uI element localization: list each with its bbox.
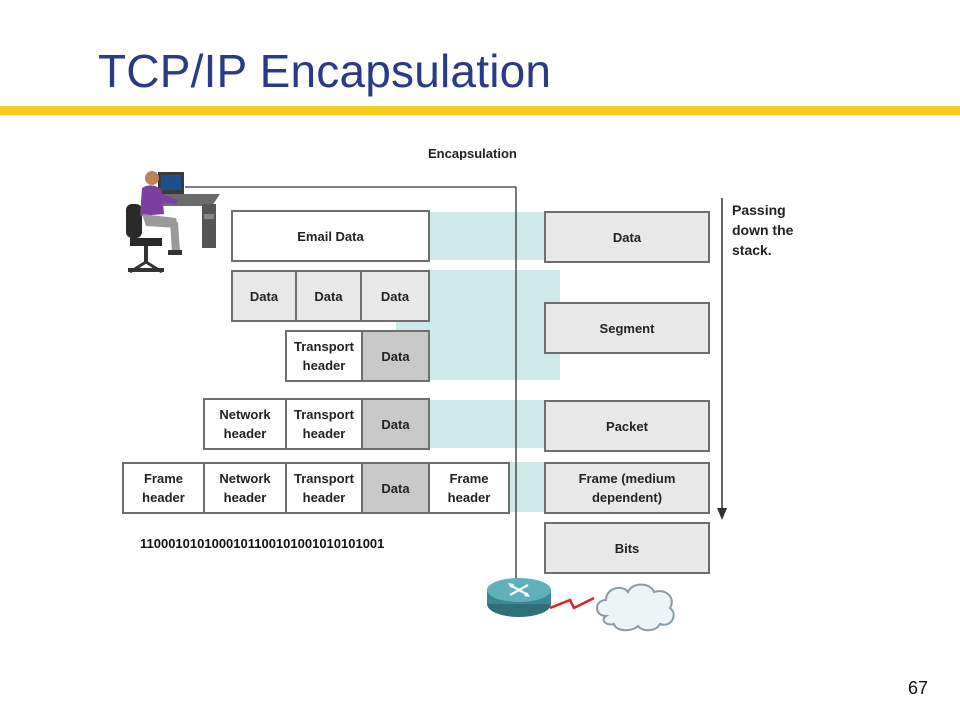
frame-header-cell: Frame header: [122, 462, 205, 514]
stack-label-frame: Frame (medium dependent): [544, 462, 710, 514]
data-cell: Data: [360, 270, 430, 322]
cloud-icon: [596, 583, 675, 632]
page-number: 67: [908, 678, 929, 698]
bit-stream: 11000101010001011001010010101010​01: [140, 536, 385, 551]
frame-data-cell: Data: [361, 462, 430, 514]
down-arrow-icon: [717, 198, 727, 520]
packet-data-cell: Data: [361, 398, 430, 450]
title-underline: [0, 106, 960, 115]
computer-user-icon: [126, 171, 220, 274]
data-cell: Data: [295, 270, 362, 322]
stack-note: Passing down the stack.: [732, 202, 794, 258]
network-header-cell: Network header: [203, 462, 287, 514]
band-frame: [508, 462, 546, 512]
transport-header-cell: Transport header: [285, 330, 363, 382]
transport-header-cell: Transport header: [285, 398, 363, 450]
diagram-title: Encapsulation: [428, 146, 517, 160]
email-data-box: Email Data: [231, 210, 430, 262]
stack-label-bits: Bits: [544, 522, 710, 574]
router-icon: [487, 578, 551, 617]
band-email: [430, 212, 546, 260]
band-packet: [428, 400, 546, 448]
segment-data-cell: Data: [361, 330, 430, 382]
slide-title: TCP/IP Encapsulation: [98, 45, 552, 97]
frame-trailer-cell: Frame header: [428, 462, 510, 514]
transport-header-cell: Transport header: [285, 462, 363, 514]
stack-label-packet: Packet: [544, 400, 710, 452]
stack-label-data: Data: [544, 211, 710, 263]
link-bolt-icon: [549, 596, 595, 610]
network-header-cell: Network header: [203, 398, 287, 450]
data-cell: Data: [231, 270, 297, 322]
stack-label-segment: Segment: [544, 302, 710, 354]
